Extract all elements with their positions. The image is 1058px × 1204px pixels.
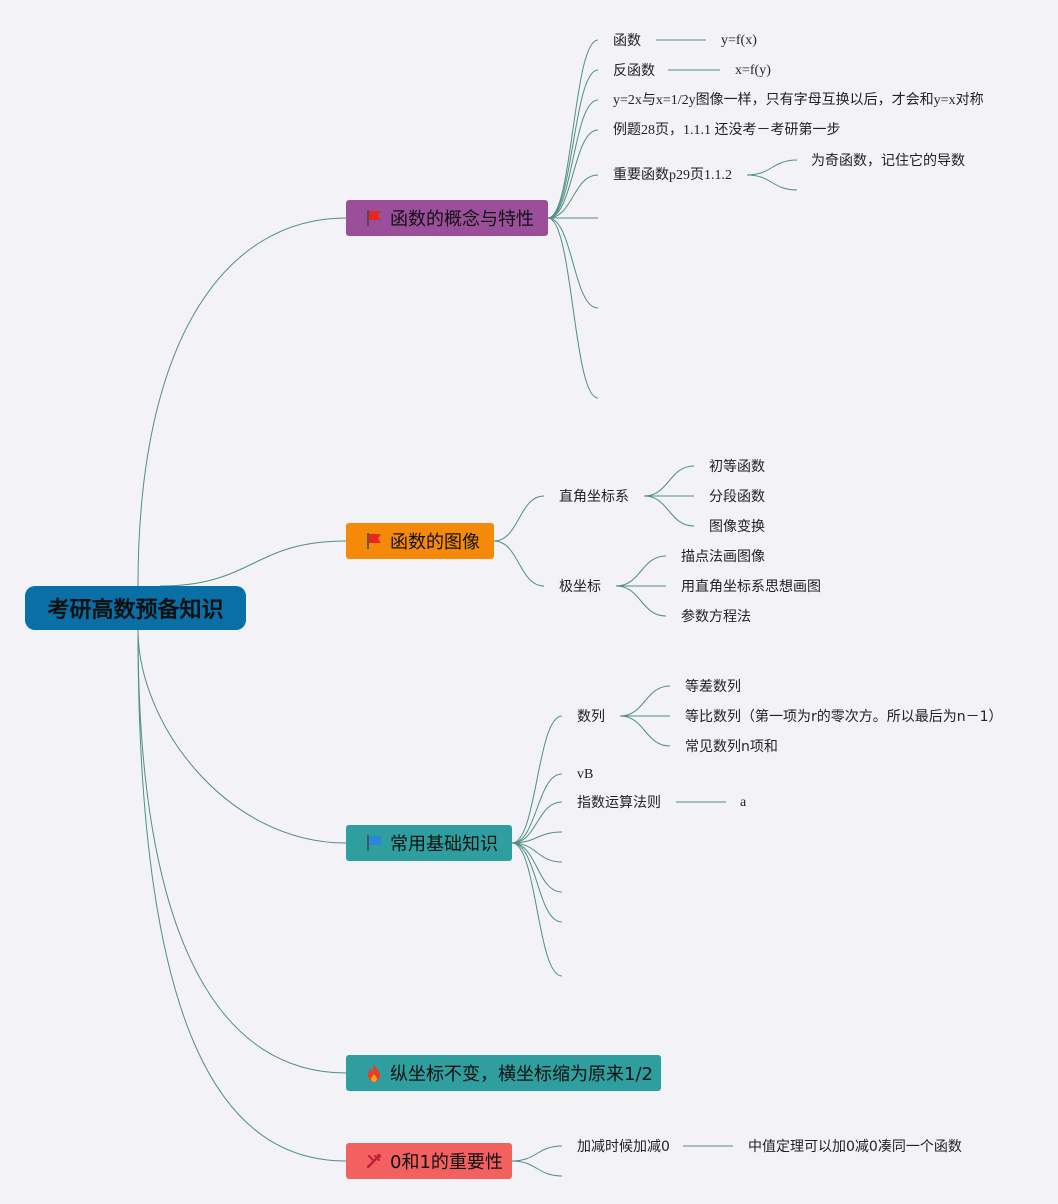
connector-line — [619, 715, 671, 747]
branch-function-graphs[interactable]: 函数的图像 — [346, 523, 494, 559]
topic-elementary-functions[interactable]: 初等函数 — [709, 459, 765, 475]
topic-odd-function-note[interactable]: 为奇函数，记住它的导数 — [811, 153, 965, 169]
root-topic-label: 考研高数预备知识 — [47, 598, 224, 623]
topic-function[interactable]: 函数 — [613, 33, 641, 49]
topic-geometric-sequence[interactable]: 等比数列（第一项为r的零次方。所以最后为n－1） — [685, 709, 1003, 725]
topic-parametric[interactable]: 参数方程法 — [681, 609, 751, 625]
connector-line — [511, 842, 563, 863]
topic-sequences[interactable]: 数列 — [577, 709, 605, 725]
connector-line — [547, 217, 599, 399]
branch-label: 常用基础知识 — [390, 834, 498, 855]
root-connector-line — [137, 629, 347, 1074]
connector-line — [547, 129, 599, 219]
topic-symmetry-note[interactable]: y=2x与x=1/2y图像一样，只有字母互换以后，才会和y=x对称 — [613, 93, 984, 108]
connector-line — [746, 159, 798, 176]
connector-line — [643, 465, 695, 497]
connector-line — [511, 1145, 563, 1162]
connector-line — [615, 555, 667, 587]
topic-sequence-sums[interactable]: 常见数列n项和 — [685, 739, 778, 755]
connector-line — [511, 831, 563, 844]
branch-coordinate-scaling[interactable]: 纵坐标不变，横坐标缩为原来1/2 — [346, 1055, 661, 1091]
root-topic[interactable]: 考研高数预备知识 — [25, 586, 246, 630]
topic-plot-points[interactable]: 描点法画图像 — [681, 549, 765, 565]
connector-line — [493, 495, 545, 542]
topic-exponent-detail[interactable]: a — [740, 795, 747, 810]
topic-mean-value-note[interactable]: 中值定理可以加0减0凑同一个函数 — [748, 1139, 962, 1155]
branch-zero-one-importance[interactable]: 0和1的重要性 — [346, 1143, 512, 1179]
branch-label: 函数的图像 — [390, 532, 480, 553]
topic-add-subtract-zero[interactable]: 加减时候加减0 — [577, 1139, 670, 1155]
connector-line — [511, 715, 563, 844]
connector-line — [511, 842, 563, 977]
topic-piecewise-functions[interactable]: 分段函数 — [709, 489, 765, 505]
topic-example-page[interactable]: 例题28页，1.1.1 还没考－考研第一步 — [613, 123, 841, 138]
branch-basic-knowledge[interactable]: 常用基础知识 — [346, 825, 512, 861]
branch-label: 函数的概念与特性 — [390, 209, 534, 230]
topic-cartesian-thinking[interactable]: 用直角坐标系思想画图 — [681, 579, 821, 595]
connector-line — [547, 69, 599, 219]
connector-line — [619, 685, 671, 717]
blue-flag-icon — [364, 833, 384, 853]
root-connector-line — [159, 540, 347, 587]
branch-function-properties[interactable]: 函数的概念与特性 — [346, 200, 548, 236]
root-connector-line — [137, 629, 347, 1162]
branch-label: 纵坐标不变，横坐标缩为原来1/2 — [390, 1064, 653, 1085]
root-connector-line — [137, 629, 347, 844]
red-flag-icon — [364, 208, 384, 228]
topic-function-detail[interactable]: y=f(x) — [721, 33, 757, 48]
connector-line — [493, 540, 545, 587]
connector-line — [547, 217, 599, 309]
topic-exponent-rules[interactable]: 指数运算法则 — [577, 795, 661, 811]
red-flag-icon — [364, 531, 384, 551]
topic-inverse-function[interactable]: 反函数 — [613, 63, 655, 79]
branch-label: 0和1的重要性 — [390, 1152, 503, 1173]
connector-line — [511, 1160, 563, 1177]
connector-line — [547, 39, 599, 219]
topic-cartesian[interactable]: 直角坐标系 — [559, 489, 629, 505]
connector-line — [643, 495, 695, 527]
topic-important-functions[interactable]: 重要函数p29页1.1.2 — [613, 168, 732, 183]
topic-vb[interactable]: vB — [577, 767, 594, 782]
connector-line — [511, 773, 563, 844]
topic-graph-transform[interactable]: 图像变换 — [709, 519, 765, 535]
root-connector-line — [137, 217, 347, 587]
connector-line — [615, 585, 667, 617]
topic-inverse-function-detail[interactable]: x=f(y) — [735, 63, 771, 78]
tools-icon — [364, 1151, 384, 1171]
connector-line — [511, 801, 563, 844]
connector-line — [547, 99, 599, 219]
topic-polar[interactable]: 极坐标 — [559, 579, 601, 595]
topic-arithmetic-sequence[interactable]: 等差数列 — [685, 679, 741, 695]
connector-line — [511, 842, 563, 893]
connector-line — [547, 174, 599, 219]
fire-icon — [364, 1063, 384, 1083]
connector-line — [511, 842, 563, 923]
connector-line — [746, 174, 798, 191]
